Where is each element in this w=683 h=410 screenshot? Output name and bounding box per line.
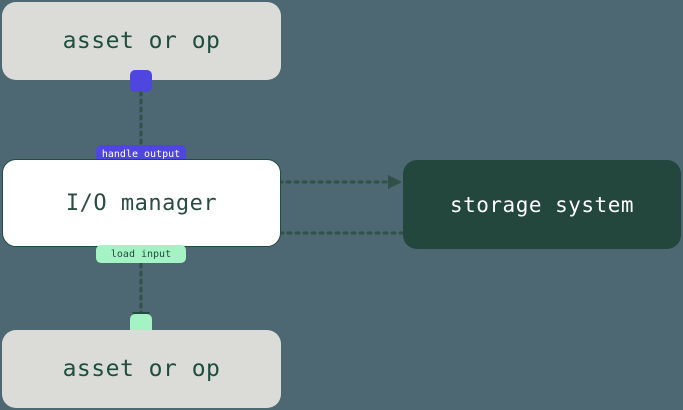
node-storage-system[interactable]: storage system — [403, 160, 681, 249]
node-label-asset-or-op-bottom: asset or op — [62, 356, 221, 382]
edge-badge-handle-output-label: handle output — [101, 148, 181, 160]
node-label-asset-or-op-top: asset or op — [62, 28, 221, 54]
node-asset-or-op-bottom[interactable]: asset or op — [2, 330, 281, 408]
edge-badge-handle-output[interactable]: handle output — [96, 145, 186, 163]
node-label-io-manager: I/O manager — [65, 190, 218, 216]
node-io-manager[interactable]: I/O manager — [2, 159, 281, 247]
edge-arrow-io-to-storage — [388, 175, 402, 189]
node-label-storage-system: storage system — [449, 192, 634, 217]
node-asset-or-op-top[interactable]: asset or op — [2, 2, 281, 80]
edge-badge-load-input[interactable]: load input — [96, 245, 186, 263]
handle-output-port[interactable] — [130, 70, 152, 92]
edge-badge-load-input-label: load input — [110, 248, 172, 260]
